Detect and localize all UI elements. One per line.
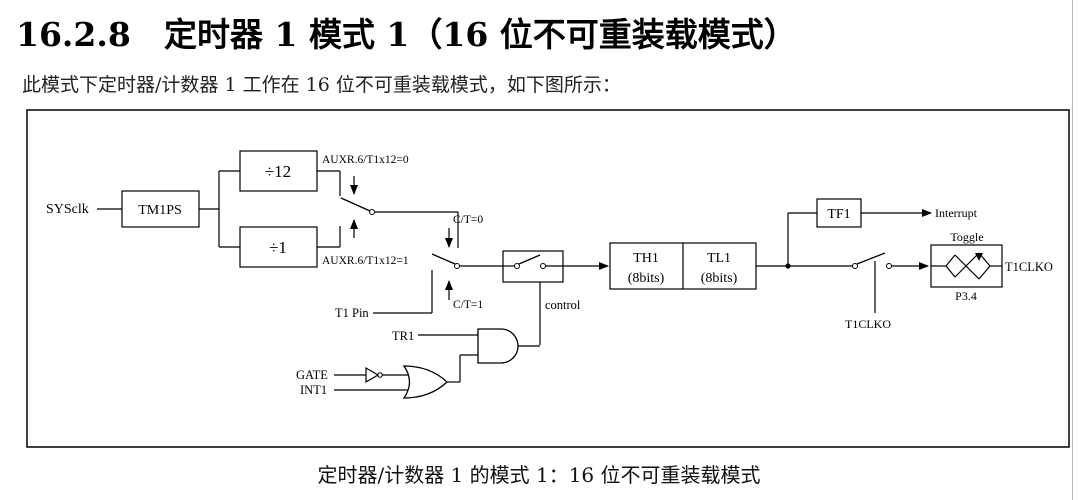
interrupt-label: Interrupt (935, 206, 978, 220)
tl1-label: TL1 (707, 251, 731, 266)
diagram-frame (26, 109, 1070, 448)
section-title: 定时器 1 模式 1（16 位不可重装载模式） (164, 15, 797, 54)
t1-pin-label: T1 Pin (335, 306, 369, 320)
and-gate (477, 328, 519, 364)
or-gate (402, 365, 448, 399)
not-gate (365, 366, 380, 384)
th1-bits-label: (8bits) (628, 271, 665, 286)
ct1-label: C/T=1 (453, 299, 483, 311)
tf1-label: TF1 (827, 207, 850, 222)
t1clko-control-label: T1CLKO (845, 317, 891, 331)
auxr-top-label: AUXR.6/T1x12=0 (322, 154, 409, 166)
ct-switch-blade (431, 253, 456, 265)
auxr-bottom-label: AUXR.6/T1x12=1 (322, 255, 409, 267)
th1-label: TH1 (633, 251, 659, 266)
tl1-bits-label: (8bits) (701, 271, 738, 286)
sysclk-label: SYSclk (46, 202, 89, 217)
ct0-label: C/T=0 (453, 214, 483, 226)
p34-label: P3.4 (955, 289, 977, 303)
t1clko-output-label: T1CLKO (1005, 260, 1053, 274)
toggle-label: Toggle (950, 230, 983, 244)
tr1-label: TR1 (392, 329, 414, 343)
section-heading: 16.2.8 定时器 1 模式 1（16 位不可重装载模式） (16, 8, 797, 58)
int1-label: INT1 (300, 383, 327, 397)
divide-1-label: ÷1 (269, 238, 287, 257)
prescaler-switch-blade (340, 197, 371, 212)
control-label: control (545, 298, 581, 312)
gate-label: GATE (296, 368, 328, 382)
section-number: 16.2.8 (16, 15, 131, 54)
intro-paragraph: 此模式下定时器/计数器 1 工作在 16 位不可重装载模式，如下图所示： (22, 74, 621, 96)
page-edge-rule (1072, 0, 1073, 500)
t1clko-switch-blade (856, 252, 886, 265)
divide-12-label: ÷12 (265, 162, 291, 181)
figure-caption: 定时器/计数器 1 的模式 1：16 位不可重装载模式 (317, 463, 761, 487)
tm1ps-label: TM1PS (138, 203, 182, 218)
